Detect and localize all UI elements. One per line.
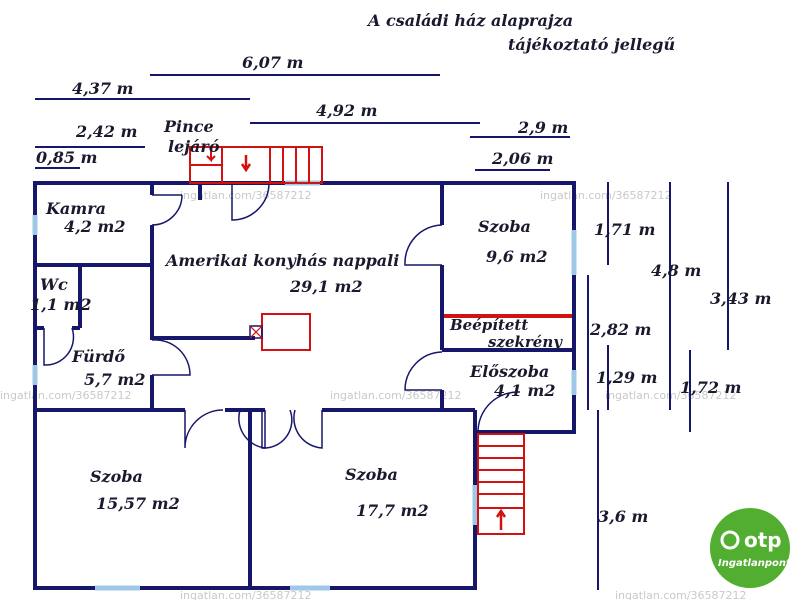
- plan-title: A családi ház alaprajza: [366, 11, 573, 30]
- door-entrance: [477, 391, 521, 433]
- chimney-cross: [249, 325, 263, 339]
- dim-label: 3,43 m: [710, 289, 771, 308]
- stair-run: [221, 146, 323, 184]
- door-eloszoba: [404, 351, 443, 391]
- door-szoba-sw: [184, 409, 224, 449]
- chimney-flue: [249, 325, 263, 339]
- room-name-szoba-sw: Szoba: [90, 467, 143, 486]
- room-area-szoba-ne: 9,6 m2: [486, 247, 547, 266]
- room-area-wc: 1,1 m2: [30, 295, 91, 314]
- dim-label: 6,07 m: [242, 53, 303, 72]
- watermark: ingatlan.com/36587212: [180, 589, 312, 600]
- dim-label: 1,72 m: [680, 378, 741, 397]
- room-name-wc: Wc: [40, 275, 68, 294]
- chimney-box: [261, 313, 311, 351]
- watermark: ingatlan.com/36587212: [540, 189, 672, 202]
- room-area-szoba-s: 17,7 m2: [356, 501, 429, 520]
- doors: [43, 182, 521, 449]
- plan-subtitle: tájékoztató jellegű: [508, 35, 675, 54]
- dim-label: 4,8 m: [651, 261, 701, 280]
- up-arrow-icon: [495, 508, 507, 530]
- logo-circle: [710, 508, 790, 588]
- otp-ingatlanpont-logo: otp Ingatlanpont: [710, 508, 792, 588]
- room-name-szoba-ne: Szoba: [478, 217, 531, 236]
- stair-landing: [477, 507, 525, 535]
- door-furdo: [151, 339, 191, 376]
- dim-label: 4,92 m: [316, 101, 377, 120]
- door-pince: [231, 182, 270, 221]
- wardrobe-label: Beépített: [449, 316, 528, 334]
- watermark: ingatlan.com/36587212: [180, 189, 312, 202]
- dim-label: 2,42 m: [75, 122, 137, 141]
- room-name-furdo: Fürdő: [71, 347, 125, 366]
- dim-label: 4,37 m: [72, 79, 133, 98]
- room-area-furdo: 5,7 m2: [84, 370, 145, 389]
- dim-label: 1,71 m: [594, 220, 655, 239]
- room-area-szoba-sw: 15,57 m2: [96, 494, 180, 513]
- logo-brand: otp: [744, 528, 782, 552]
- dim-label: 1,29 m: [596, 368, 657, 387]
- logo-sub: Ingatlanpont: [718, 558, 792, 569]
- wardrobe-label: szekrény: [488, 333, 563, 351]
- door-wc: [43, 327, 75, 366]
- door-szoba-ne: [404, 224, 443, 266]
- right-dimension-lines: [587, 182, 729, 590]
- dim-label: 2,9 m: [517, 118, 568, 137]
- door-szoba-s: [261, 409, 293, 449]
- room-area-kamra: 4,2 m2: [64, 217, 125, 236]
- top-dimension-lines: [35, 74, 570, 171]
- dim-label: 0,85 m: [36, 148, 97, 167]
- watermark: ingatlan.com/36587212: [330, 389, 462, 402]
- room-name-nappali: Amerikai konyhás nappali: [164, 251, 399, 270]
- entrance-stairs: [477, 433, 525, 535]
- watermark: ingatlan.com/36587212: [615, 589, 747, 600]
- room-area-eloszoba: 4,1 m2: [494, 381, 555, 400]
- down-arrow-icon: [206, 150, 216, 163]
- interior-walls: [35, 183, 574, 588]
- pince-label: Pince: [163, 117, 214, 136]
- down-arrow-icon: [240, 155, 252, 173]
- chimney: [249, 313, 311, 351]
- door-szoba-s-2: [293, 409, 323, 449]
- room-name-eloszoba: Előszoba: [469, 362, 549, 381]
- cellar-stairs: [189, 146, 323, 184]
- pince-label: lejáró: [168, 137, 220, 156]
- door-kamra: [151, 194, 183, 226]
- room-area-nappali: 29,1 m2: [289, 277, 363, 296]
- room-name-kamra: Kamra: [45, 199, 106, 218]
- room-name-szoba-s: Szoba: [345, 465, 398, 484]
- logo-ring-icon: [720, 530, 740, 550]
- dim-label: 2,82 m: [589, 320, 651, 339]
- watermark: ingatlan.com/36587212: [0, 389, 132, 402]
- dim-label: 2,06 m: [491, 149, 553, 168]
- dim-label: 3,6 m: [598, 507, 648, 526]
